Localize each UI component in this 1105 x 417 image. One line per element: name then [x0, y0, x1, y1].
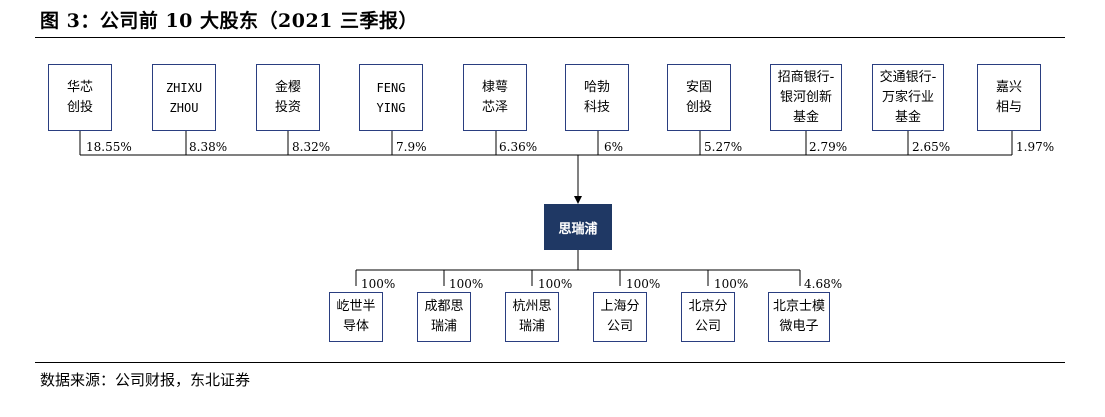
shareholder-box: 华芯创投 [48, 64, 112, 131]
shareholding-pct: 8.38% [189, 140, 228, 154]
shareholder-box: 嘉兴相与 [977, 64, 1041, 131]
shareholding-pct: 6.36% [499, 140, 538, 154]
shareholding-pct: 2.65% [912, 140, 951, 154]
shareholding-pct: 6% [604, 140, 624, 154]
subsidiary-box: 杭州思瑞浦 [505, 292, 559, 342]
shareholder-box: 棣萼芯泽 [463, 64, 527, 131]
subsidiary-pct: 100% [714, 277, 749, 291]
shareholding-pct: 7.9% [396, 140, 427, 154]
bottom-rule [35, 362, 1065, 363]
subsidiary-box: 北京分公司 [681, 292, 735, 342]
subsidiary-box: 上海分公司 [593, 292, 647, 342]
subsidiary-box: 屹世半导体 [329, 292, 383, 342]
arrow-head [574, 196, 582, 204]
figure-title: 图 3：公司前 10 大股东（2021 三季报） [40, 10, 419, 32]
subsidiary-pct: 100% [626, 277, 661, 291]
shareholder-box: 交通银行-万家行业基金 [872, 64, 944, 131]
subsidiary-box: 成都思瑞浦 [417, 292, 471, 342]
top-rule [35, 37, 1065, 38]
source-note: 数据来源：公司财报，东北证券 [40, 371, 251, 389]
shareholder-box: 哈勃科技 [565, 64, 629, 131]
subsidiary-pct: 100% [538, 277, 573, 291]
shareholding-pct: 18.55% [86, 140, 132, 154]
shareholder-box: 招商银行-银河创新基金 [770, 64, 842, 131]
shareholding-pct: 5.27% [704, 140, 743, 154]
shareholding-pct: 1.97% [1016, 140, 1055, 154]
shareholding-pct: 8.32% [292, 140, 331, 154]
subsidiary-box: 北京士模微电子 [768, 292, 830, 342]
shareholding-pct: 2.79% [809, 140, 848, 154]
shareholder-box: 安固创投 [667, 64, 731, 131]
subsidiary-pct: 100% [449, 277, 484, 291]
shareholder-box: 金樱投资 [256, 64, 320, 131]
subsidiary-pct: 4.68% [804, 277, 843, 291]
company-box: 思瑞浦 [544, 204, 612, 250]
subsidiary-pct: 100% [361, 277, 396, 291]
